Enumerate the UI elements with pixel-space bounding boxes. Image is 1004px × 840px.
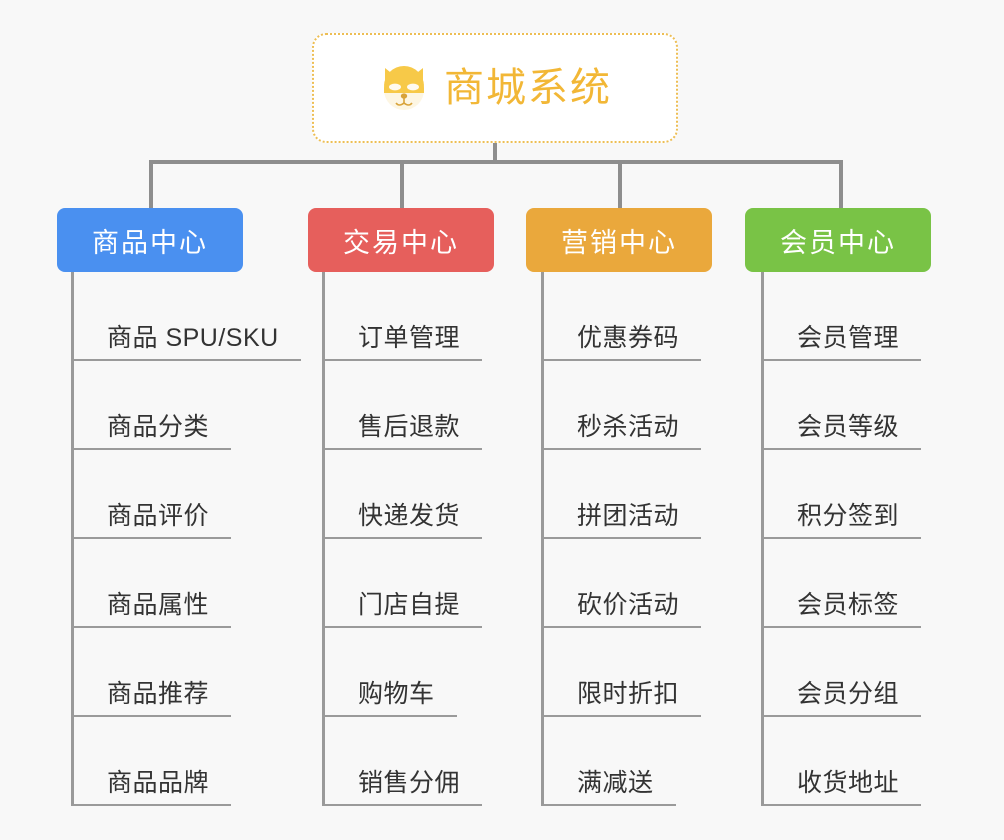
leaf-item[interactable]: 商品分类 [71,361,231,450]
leaf-label: 会员管理 [797,324,900,353]
leaf-item[interactable]: 销售分佣 [322,717,482,806]
leaf-item[interactable]: 会员管理 [761,272,921,361]
leaf-label: 拼团活动 [577,502,680,531]
leaf-item[interactable]: 门店自提 [322,539,482,628]
connector-drop-2 [400,160,404,210]
leaf-item[interactable]: 拼团活动 [541,450,701,539]
category-box-product-center[interactable]: 商品中心 [57,208,243,272]
leaf-item[interactable]: 商品属性 [71,539,231,628]
leaf-item[interactable]: 快递发货 [322,450,482,539]
category-box-marketing-center[interactable]: 营销中心 [526,208,712,272]
leaf-item[interactable]: 砍价活动 [541,539,701,628]
leaf-item[interactable]: 商品评价 [71,450,231,539]
leaf-item[interactable]: 商品推荐 [71,628,231,717]
category-label: 交易中心 [343,227,459,258]
leaf-label: 优惠券码 [577,324,680,353]
leaf-label: 销售分佣 [358,769,461,798]
leaf-label: 会员分组 [797,680,900,709]
leaf-spine [761,272,764,806]
leaf-item[interactable]: 订单管理 [322,272,482,361]
dog-face-icon [378,62,430,114]
leaf-label: 满减送 [577,769,654,798]
leaf-label: 会员标签 [797,591,900,620]
connector-drop-4 [839,160,843,210]
leaf-spine [541,272,544,806]
leaf-label: 商品评价 [107,502,210,531]
root-node[interactable]: 商城系统 [312,33,678,143]
leaf-label: 快递发货 [358,502,461,531]
leaf-item[interactable]: 会员等级 [761,361,921,450]
connector-drop-3 [618,160,622,210]
leaf-item[interactable]: 积分签到 [761,450,921,539]
leaf-label: 收货地址 [797,769,900,798]
leaf-item[interactable]: 优惠券码 [541,272,701,361]
category-label: 商品中心 [92,227,208,258]
leaf-spine [71,272,74,806]
leaf-item[interactable]: 购物车 [322,628,457,717]
leaf-label: 售后退款 [358,413,461,442]
leaf-label: 限时折扣 [577,680,680,709]
leaf-label: 商品分类 [107,413,210,442]
category-label: 营销中心 [561,227,677,258]
leaf-label: 购物车 [358,680,435,709]
leaf-item[interactable]: 售后退款 [322,361,482,450]
leaf-item[interactable]: 限时折扣 [541,628,701,717]
leaf-item[interactable]: 会员分组 [761,628,921,717]
leaf-label: 商品属性 [107,591,210,620]
leaf-item[interactable]: 会员标签 [761,539,921,628]
leaf-label: 门店自提 [358,591,461,620]
leaf-label: 砍价活动 [577,591,680,620]
category-box-trade-center[interactable]: 交易中心 [308,208,494,272]
leaf-label: 订单管理 [358,324,461,353]
leaf-item[interactable]: 商品品牌 [71,717,231,806]
connector-drop-1 [149,160,153,210]
leaf-item[interactable]: 秒杀活动 [541,361,701,450]
category-label: 会员中心 [780,227,896,258]
leaf-label: 商品 SPU/SKU [107,324,279,353]
leaf-label: 秒杀活动 [577,413,680,442]
leaf-spine [322,272,325,806]
connector-bus [149,160,843,164]
leaf-item[interactable]: 收货地址 [761,717,921,806]
leaf-item[interactable]: 满减送 [541,717,676,806]
leaf-item[interactable]: 商品 SPU/SKU [71,272,301,361]
category-box-member-center[interactable]: 会员中心 [745,208,931,272]
leaf-label: 商品推荐 [107,680,210,709]
root-title: 商城系统 [444,66,612,110]
leaf-label: 商品品牌 [107,769,210,798]
leaf-label: 会员等级 [797,413,900,442]
leaf-label: 积分签到 [797,502,900,531]
connector-root-stem [493,143,497,163]
